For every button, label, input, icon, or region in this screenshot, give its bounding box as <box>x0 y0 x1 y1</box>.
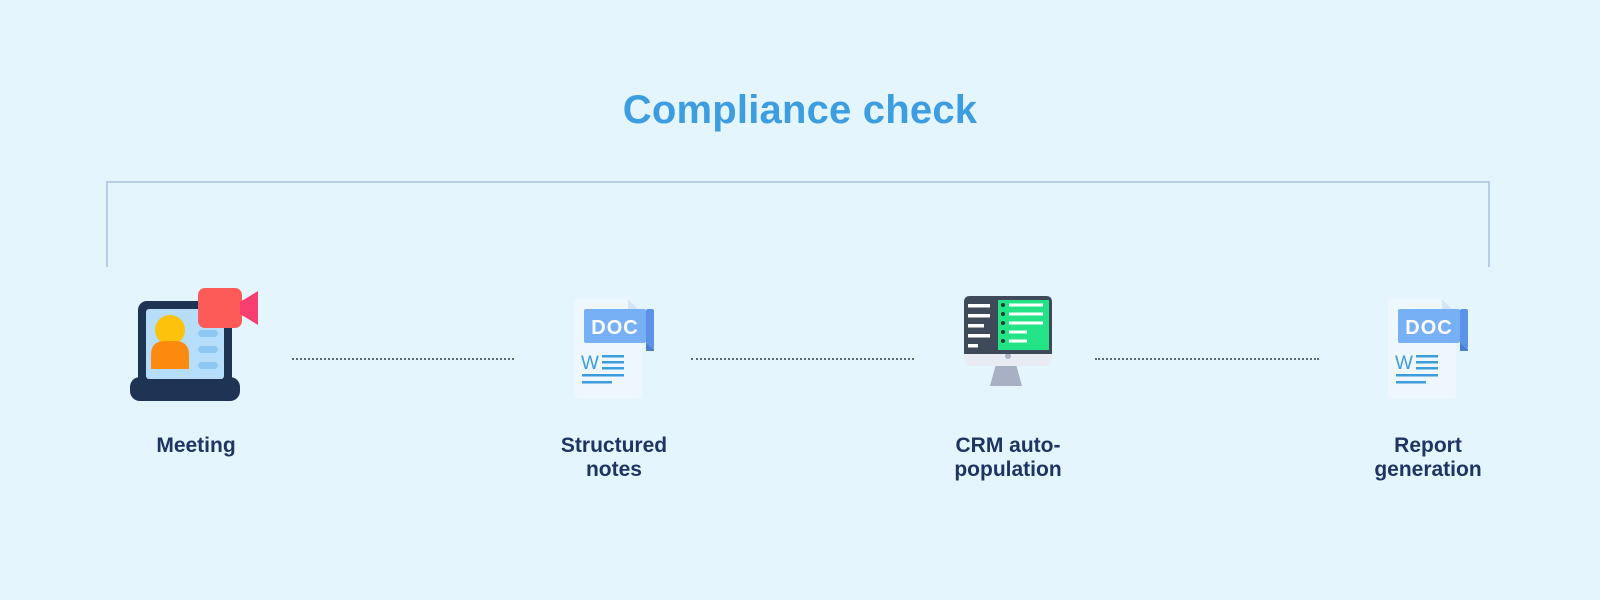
connector-meeting-to-notes <box>292 358 514 360</box>
step-label-structured-notes-text: Structured notes <box>560 434 668 481</box>
doc-badge-text: DOC <box>591 317 638 339</box>
step-label-crm-text: CRM auto-population <box>954 434 1062 481</box>
step-label-report-generation: Report generation <box>1318 434 1538 482</box>
video-meeting-icon <box>130 285 262 416</box>
word-letter-text: W <box>581 353 599 374</box>
doc-file-icon: DOC W <box>1384 297 1472 406</box>
monitor-icon <box>956 294 1060 395</box>
step-label-report-text: Report generation <box>1374 434 1482 481</box>
compliance-bracket <box>106 181 1490 267</box>
doc-file-icon: DOC W <box>570 297 658 406</box>
step-label-crm-auto-population: CRM auto-population <box>898 434 1118 482</box>
doc-badge-text: DOC <box>1405 317 1452 339</box>
connector-crm-to-report <box>1095 358 1319 360</box>
word-letter-text: W <box>1395 353 1413 374</box>
connector-notes-to-crm <box>691 358 914 360</box>
step-label-meeting: Meeting <box>156 434 236 457</box>
step-label-structured-notes: Structured notes <box>504 434 724 482</box>
diagram-title: Compliance check <box>622 88 978 132</box>
